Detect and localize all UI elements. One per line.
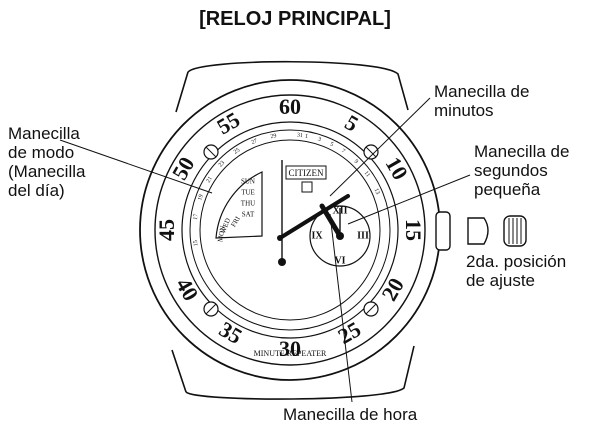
day-name: SAT	[242, 211, 255, 219]
crown-pos-2-icon	[503, 215, 527, 247]
subdial-numerals: XII III VI IX	[311, 205, 369, 266]
label-line: segundos	[474, 161, 548, 180]
date-number: 23	[218, 160, 226, 168]
label-line: pequeña	[474, 180, 541, 199]
center-pinion	[277, 235, 283, 241]
date-number: 31	[297, 133, 304, 140]
day-name: MON	[216, 225, 227, 242]
bezel-number: 45	[154, 219, 179, 241]
watch-crown	[435, 211, 451, 251]
leader-second-hand	[347, 174, 471, 225]
subdial-numeral: IX	[311, 230, 323, 241]
label-mode-hand: Manecilla de modo (Manecilla del día)	[8, 124, 85, 200]
subdial-numeral: III	[357, 230, 369, 241]
crown-logo-icon	[301, 181, 313, 193]
mode-hand-counterweight	[278, 258, 286, 266]
label-line: Manecilla	[8, 124, 80, 143]
date-number: 7	[340, 148, 346, 155]
date-number: 17	[193, 213, 200, 220]
date-number: 3	[317, 137, 322, 144]
watch-case-left-side	[175, 71, 189, 113]
crown-pos-1-icon	[467, 217, 489, 245]
date-number: 9	[353, 159, 359, 165]
minute-repeater-text: MINUTE REPEATER	[254, 349, 327, 358]
date-number: 15	[193, 240, 200, 247]
screw-slot	[365, 146, 377, 158]
brand-text: CITIZEN	[289, 168, 324, 178]
date-ring-inner	[199, 139, 381, 321]
label-line: minutos	[434, 101, 494, 120]
minute-hand	[278, 194, 350, 240]
date-number: 21	[206, 176, 214, 184]
leader-hour-hand	[329, 213, 353, 403]
day-name: THU	[241, 200, 255, 208]
subdial-numeral: XII	[332, 205, 347, 216]
label-line: (Manecilla	[8, 162, 86, 181]
date-number: 29	[270, 133, 277, 140]
subdial-numeral: VI	[334, 255, 345, 266]
label-line: del día)	[8, 181, 65, 200]
bezel-ring	[154, 94, 426, 366]
label-minute-hand: Manecilla de minutos	[434, 82, 529, 120]
bezel-number: 30	[279, 336, 301, 361]
screw-slot	[365, 303, 377, 315]
day-name: SUN	[241, 178, 255, 186]
page-title: [RELOJ PRINCIPAL]	[199, 8, 391, 30]
bezel-number: 60	[279, 94, 301, 119]
leader-minute-hand	[329, 97, 431, 197]
label-line: de modo	[8, 143, 75, 162]
screw-slot	[205, 146, 217, 158]
bezel-number: 15	[401, 219, 426, 241]
date-number: 13	[372, 188, 380, 196]
watch-case-bottom-lugs	[185, 345, 415, 400]
label-line: Manecilla de	[474, 142, 570, 161]
watch-case-left-bottom	[171, 349, 187, 393]
label-small-second-hand: Manecilla de segundos pequeña	[474, 142, 569, 199]
date-number: 11	[362, 170, 370, 178]
day-sector	[215, 171, 263, 239]
brand-box	[285, 165, 327, 180]
screw-slot	[205, 303, 217, 315]
date-number: 25	[233, 147, 241, 155]
leader-mode-hand	[59, 139, 213, 194]
chapter-ring	[181, 121, 399, 339]
date-number: 27	[251, 138, 259, 146]
date-number: 19	[197, 194, 205, 202]
label-crown-position: 2da. posición de ajuste	[466, 252, 566, 290]
label-line: 2da. posición	[466, 252, 567, 271]
label-line: de ajuste	[466, 271, 535, 290]
date-number: 1	[304, 134, 308, 140]
label-line: Manecilla de	[434, 82, 530, 101]
date-ring-outer	[189, 129, 391, 331]
label-hour-hand: Manecilla de hora	[283, 405, 417, 424]
date-number: 5	[329, 142, 334, 149]
label-line: Manecilla de hora	[283, 405, 418, 424]
watch-case-top-lugs	[187, 60, 409, 111]
day-name: TUE	[241, 189, 255, 197]
